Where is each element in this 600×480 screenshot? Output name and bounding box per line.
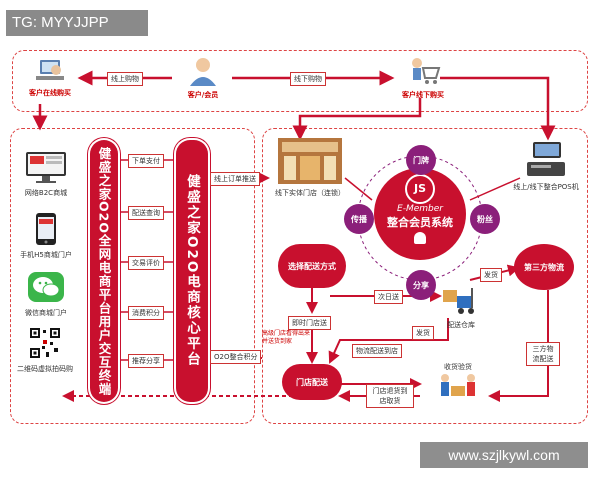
label-third-delivery: 三方物流配送 <box>526 342 560 366</box>
store-note: 高级门店看得出来并送货到家 <box>262 330 311 345</box>
online-buy-node: 客户在线购买 <box>20 58 80 98</box>
channel-wechat: 微信商城门户 <box>16 270 76 318</box>
customer-label: 客户/会员 <box>187 91 219 99</box>
channel-label: 网络B2C商城 <box>24 189 68 197</box>
pos-machine: 线上/线下整合POS机 <box>510 140 582 192</box>
pos-label: 线上/线下整合POS机 <box>513 183 579 191</box>
hub-node-share: 分享 <box>406 270 436 300</box>
label-o2o-points: O2O整合积分 <box>210 350 262 364</box>
label-ship: 发货 <box>480 268 502 282</box>
core-platform-pill: 健盛之家O2O电商核心平台 <box>176 140 208 402</box>
store-icon <box>278 138 342 184</box>
offline-buy-label: 客户线下购买 <box>402 91 444 99</box>
person-icon <box>190 58 216 86</box>
arrow-online-label: 线上购物 <box>107 72 143 86</box>
arrow-offline-label: 线下购物 <box>290 72 326 86</box>
choose-delivery: 选择配送方式 <box>278 244 346 288</box>
top-flow-box <box>12 50 588 112</box>
channel-qrcode: 二维码虚拟拍码购 <box>12 326 78 374</box>
receive-label: 收货验货 <box>444 363 472 371</box>
terminal-pill: 健盛之家O2O全网电商平台用户交互终端 <box>90 140 118 402</box>
hub-brand: E-Member <box>397 204 443 214</box>
channel-label: 手机H5商城门户 <box>20 251 72 259</box>
store-label: 线下实体门店（连锁） <box>275 189 345 197</box>
hub-node-mouth: 门牌 <box>406 145 436 175</box>
receive-node: 收货验货 <box>428 362 488 410</box>
label-order-pay: 下单支付 <box>128 154 164 168</box>
js-logo-icon: JS <box>405 174 435 204</box>
label-instant: 即时门店送 <box>288 316 331 330</box>
wechat-icon <box>28 272 64 302</box>
offline-buy-node: 客户线下购买 <box>393 56 453 100</box>
pos-icon <box>527 142 565 176</box>
store-delivery: 门店配送 <box>282 364 342 400</box>
watermark: www.szjlkywl.com <box>420 442 588 468</box>
shopping-cart-icon <box>36 60 64 80</box>
label-consume-points: 消费积分 <box>128 306 164 320</box>
label-dispatch-to-store: 物流配送到店 <box>352 344 402 358</box>
channel-b2c: 网络B2C商城 <box>16 150 76 198</box>
offline-store: 线下实体门店（连锁） <box>270 138 350 198</box>
right-system-box <box>262 128 588 424</box>
people-icon <box>414 232 426 244</box>
channel-h5: 手机H5商城门户 <box>16 212 76 260</box>
customer-node: 客户/会员 <box>175 56 231 100</box>
hub-node-fans: 粉丝 <box>470 204 500 234</box>
label-return-goods: 门店退货到店取货 <box>366 384 414 408</box>
label-recommend-share: 推荐分享 <box>128 354 164 368</box>
hub-node-spread: 传播 <box>344 204 374 234</box>
label-delivery-query: 配送查询 <box>128 206 164 220</box>
member-hub: JS E-Member 整合会员系统 <box>374 168 466 264</box>
warehouse-node: 配送仓库 <box>436 286 486 330</box>
forklift-icon <box>443 288 474 314</box>
channel-label: 微信商城门户 <box>25 309 67 317</box>
label-online-order-push: 线上订单推送 <box>210 172 260 186</box>
cart-person-icon <box>412 58 441 84</box>
online-buy-label: 客户在线购买 <box>29 89 71 97</box>
handover-icon <box>441 374 475 396</box>
label-trade-review: 交易评价 <box>128 256 164 270</box>
left-terminal-box <box>10 128 255 424</box>
tag-label: TG: MYYJJPP <box>6 10 148 36</box>
monitor-icon <box>26 152 66 183</box>
phone-icon <box>36 213 56 245</box>
hub-title: 整合会员系统 <box>387 216 453 229</box>
channel-label: 二维码虚拟拍码购 <box>17 365 73 373</box>
third-party-logistics: 第三方物流 <box>514 244 574 290</box>
label-ship2: 发货 <box>412 326 434 340</box>
hub-core: JS E-Member 整合会员系统 <box>374 168 466 260</box>
qrcode-icon <box>28 326 62 360</box>
label-next-day: 次日送 <box>374 290 403 304</box>
warehouse-label: 配送仓库 <box>447 321 475 329</box>
